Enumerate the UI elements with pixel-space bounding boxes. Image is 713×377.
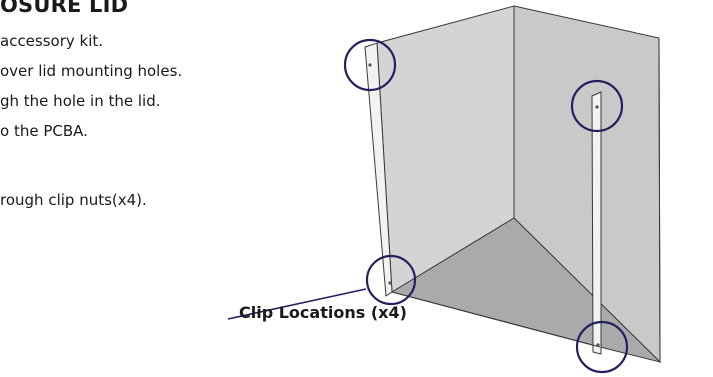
enclosure-right-edge: [658, 37, 661, 363]
mounting-hole: [368, 63, 372, 67]
enclosure-bottom-edge: [391, 291, 601, 348]
instruction-line-6: rough clip nuts(x4).: [0, 191, 147, 209]
instruction-line-4: o the PCBA.: [0, 122, 88, 140]
clip-location-circle: [570, 79, 624, 133]
clip-locations-label: Clip Locations (x4): [239, 303, 407, 322]
clip-location-circle: [575, 320, 629, 374]
section-heading: OSURE LID: [0, 0, 129, 17]
clip-location-circle: [365, 254, 417, 306]
instruction-line-3: gh the hole in the lid.: [0, 92, 161, 110]
mounting-hole: [388, 281, 392, 285]
mounting-hole: [595, 105, 599, 109]
callout-leader-line: [227, 288, 367, 320]
instruction-line-2: over lid mounting holes.: [0, 62, 183, 80]
mounting-hole: [596, 343, 600, 347]
clip-location-circle: [343, 38, 397, 92]
enclosure-front-right-edge: [591, 91, 602, 355]
instruction-line-1: accessory kit.: [0, 32, 104, 50]
